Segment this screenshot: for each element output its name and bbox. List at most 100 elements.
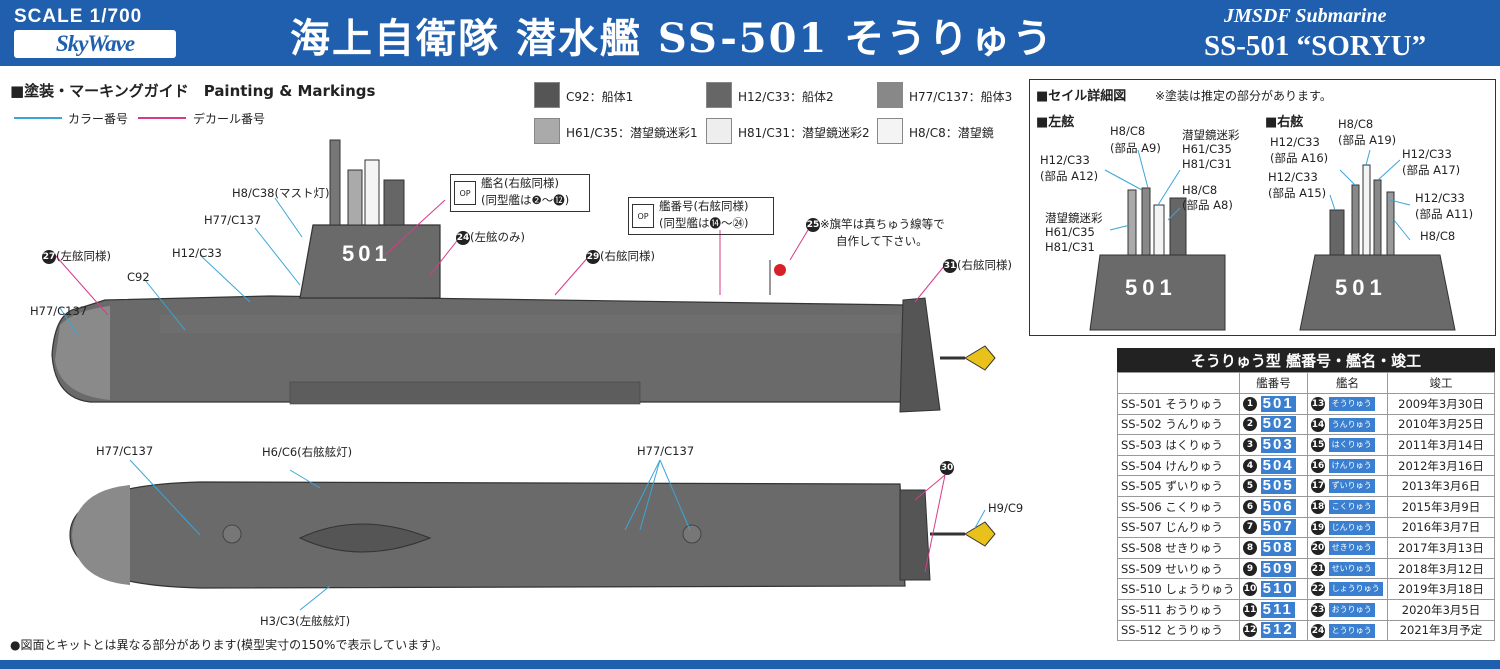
- decal-number-badge: 21: [1311, 561, 1325, 576]
- ship-cell: SS-511 おうりゅう: [1117, 598, 1240, 621]
- footnote: ●図面とキットとは異なる部分があります(模型実寸の150%で表示しています)。: [10, 638, 448, 652]
- hull-number-decal: 512: [1260, 621, 1296, 639]
- decal-number-badge: 29: [586, 249, 600, 264]
- sail-detail-drawings: 501 501: [1089, 149, 1456, 331]
- ship-name-decal: そうりゅう: [1328, 397, 1375, 412]
- decal-leader: [554, 254, 591, 296]
- commission-date-cell: 2009年3月30日: [1387, 393, 1495, 415]
- swatch-h77: [877, 82, 903, 108]
- decal-legend-label: デカール番号: [193, 112, 266, 126]
- decal-number-badge: 20: [1311, 541, 1325, 556]
- decal-leader: [924, 474, 946, 573]
- commission-date-cell: 2021年3月予定: [1387, 619, 1495, 642]
- hull-number-decal: 506: [1260, 497, 1296, 515]
- leader-line: [254, 227, 301, 286]
- hull-number-decal: 511: [1260, 600, 1295, 618]
- swatch-c92: [534, 82, 560, 108]
- commission-date-cell: 2020年3月5日: [1387, 598, 1495, 621]
- callout-text: (同型艦は❷〜⓬): [481, 193, 570, 207]
- sail-label: H12/C33: [1268, 170, 1318, 184]
- table-header: 竣工: [1387, 372, 1495, 394]
- label-h6: H6/C6(右舷舷灯): [262, 445, 353, 459]
- leader-line: [659, 459, 691, 531]
- hull-number-decal: 507: [1260, 518, 1296, 536]
- section-title: ■塗装・マーキングガイド Painting & Markings: [10, 82, 376, 100]
- hull-number-decal: 510: [1260, 580, 1296, 598]
- label-h77-top-right: H77/C137: [637, 444, 695, 458]
- leader-line: [274, 197, 303, 238]
- decal-leader: [384, 199, 446, 256]
- sail-label: H12/C33: [1270, 135, 1320, 149]
- sail-label: (部品 A16): [1270, 151, 1329, 165]
- ship-cell: SS-504 けんりゅう: [1117, 454, 1240, 477]
- sail-label: H81/C31: [1182, 157, 1232, 171]
- option-icon: OP: [632, 204, 654, 228]
- ship-cell: SS-503 はくりゅう: [1117, 434, 1240, 456]
- decal-number-badge: 24: [456, 230, 470, 245]
- bow-section: [55, 306, 110, 400]
- label-c92: C92: [127, 270, 150, 284]
- label-mast-light: H8/C38(マスト灯): [232, 186, 330, 200]
- table-header-row: 艦番号 艦名 竣工: [1117, 372, 1495, 394]
- sail-label: (部品 A8): [1182, 198, 1233, 212]
- table-title: そうりゅう型 艦番号・艦名・竣工: [1117, 348, 1495, 372]
- ship-cell: SS-501 そうりゅう: [1117, 393, 1240, 415]
- hull-number-cell: 12 512: [1239, 619, 1308, 642]
- sail-stbd-body: [1299, 254, 1456, 331]
- decal-number-badge: 27: [42, 249, 56, 264]
- decal-number-badge: 8: [1243, 540, 1257, 555]
- decal-number-badge: 24: [1311, 623, 1325, 638]
- swatch-label: C92：船体1: [566, 90, 634, 104]
- leader-line: [639, 459, 661, 531]
- decal-number-badge: 15: [1311, 438, 1325, 453]
- antenna2-stbd: [1386, 191, 1395, 256]
- leader-line: [59, 307, 79, 336]
- decal-number-badge: 19: [1311, 520, 1325, 535]
- sail-label: H61/C35: [1182, 142, 1232, 156]
- ship-name-cell: 21 せいりゅう: [1307, 557, 1388, 580]
- decal-leader: [914, 474, 946, 501]
- hull-number-cell: 8 508: [1239, 537, 1308, 559]
- label-h77-top-left: H77/C137: [96, 444, 154, 458]
- swatch-label: H61/C35：潜望鏡迷彩1: [566, 126, 698, 140]
- leader-line: [1389, 199, 1411, 206]
- ship-name-decal: うんりゅう: [1328, 417, 1375, 432]
- leader-line: [974, 509, 986, 529]
- ship-name-cell: 18 こくりゅう: [1307, 495, 1388, 518]
- sail-port-title: ■左舷: [1036, 115, 1075, 130]
- ship-cell: SS-508 せきりゅう: [1117, 537, 1240, 559]
- mast-port: [1141, 187, 1151, 256]
- hull-number-mark: 501: [342, 241, 391, 266]
- ship-name-decal: はくりゅう: [1328, 438, 1375, 453]
- ship-name-decal: とうりゅう: [1328, 623, 1375, 638]
- ship-name-decal: せきりゅう: [1328, 541, 1375, 556]
- sail-label: (部品 A9): [1110, 141, 1161, 155]
- decal-number-badge: 4: [1243, 458, 1257, 473]
- ship-name-decal: じんりゅう: [1328, 520, 1375, 535]
- label-decal-24: 24(左舷のみ): [456, 230, 525, 245]
- label-decal-31: 31(右舷同様): [943, 258, 1012, 273]
- leader-line: [129, 459, 201, 536]
- hull-number-decal: 504: [1260, 456, 1296, 474]
- swatch-h61: [534, 118, 560, 144]
- ship-name-cell: 19 じんりゅう: [1307, 516, 1388, 539]
- ship-cell: SS-505 ずいりゅう: [1117, 475, 1240, 497]
- callout-text: 艦番号(右舷同様): [659, 199, 749, 213]
- title-english-line2: SS-501 “SORYU”: [1204, 30, 1427, 62]
- swatch-label: H12/C33：船体2: [738, 90, 834, 104]
- decal-number-badge: 6: [1243, 499, 1257, 514]
- decal-number-badge: 23: [1311, 602, 1325, 617]
- decal-number-badge: 10: [1243, 582, 1257, 597]
- sail-label: (部品 A17): [1402, 163, 1461, 177]
- swatch-h12: [706, 82, 732, 108]
- ship-cell: SS-506 こくりゅう: [1117, 495, 1240, 518]
- hull-number-decal: 502: [1260, 415, 1296, 433]
- ship-name-cell: 24 とうりゅう: [1307, 619, 1388, 642]
- decal-number-badge: 3: [1243, 437, 1257, 452]
- hull-number-decal: 503: [1260, 435, 1296, 453]
- sail-label: 潜望鏡迷彩: [1045, 211, 1103, 225]
